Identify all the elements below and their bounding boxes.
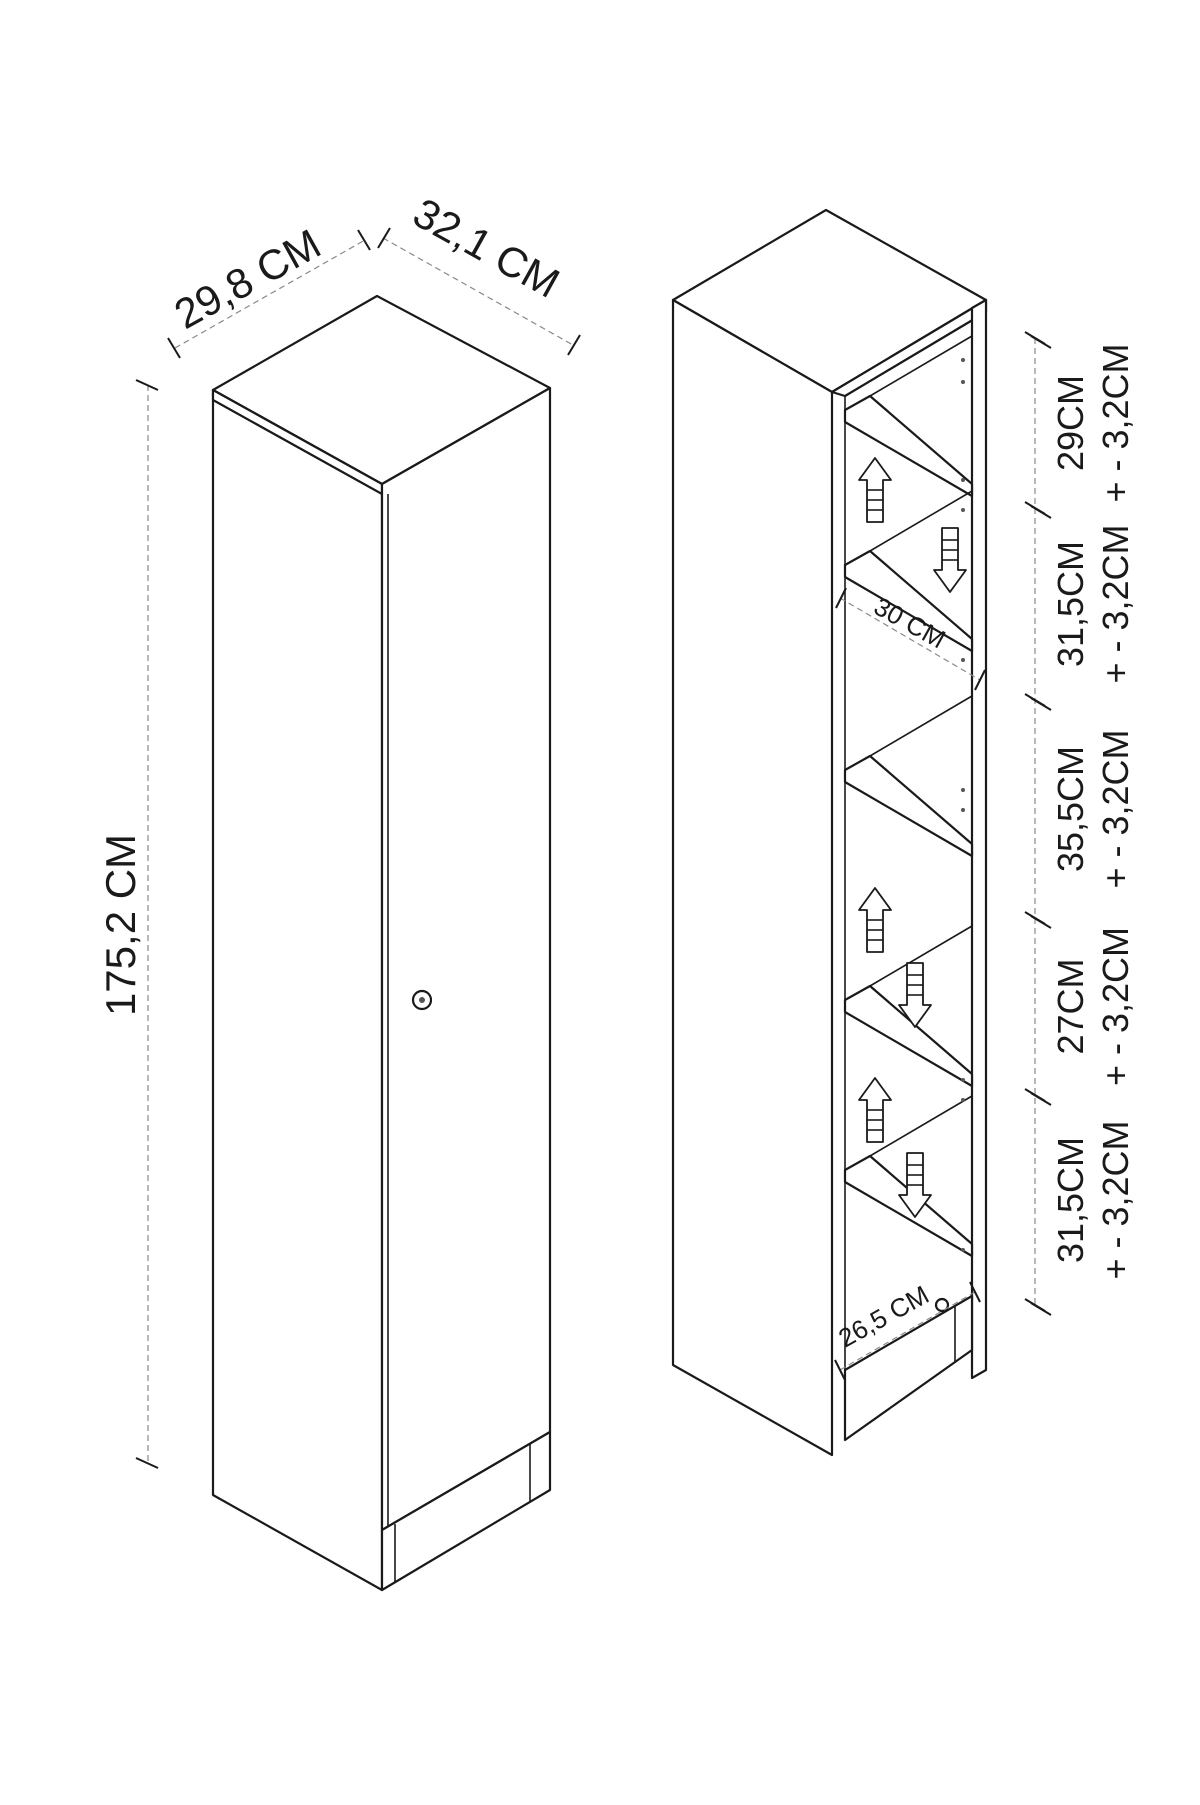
compartment-tick	[1030, 915, 1052, 929]
width-tick	[357, 229, 371, 251]
depth-tick	[377, 227, 391, 249]
compartment-tolerance-label: + - 3,2CM	[1095, 524, 1136, 683]
pin-hole	[961, 478, 965, 482]
arrow-down-icon	[933, 527, 967, 593]
bottom-fitting	[934, 1297, 950, 1313]
compartment-height-label: 31,5CM	[1050, 1137, 1091, 1263]
shelf	[843, 394, 974, 498]
depth-dimension-line	[382, 237, 574, 346]
shelf	[843, 549, 974, 653]
back-top-edge	[844, 319, 973, 397]
shelf-back-line	[869, 1095, 973, 1157]
width-label: 29,8 CM	[167, 220, 329, 338]
compartment-height-label: 29CM	[1050, 375, 1091, 471]
closed-plinth	[380, 1430, 552, 1592]
pin-hole	[961, 358, 965, 362]
lock-keyhole	[419, 997, 425, 1003]
open-right-panel-edge	[970, 298, 988, 1380]
pin-hole	[961, 1248, 965, 1252]
shelf-depth-line	[839, 597, 981, 681]
shelf-back-line	[869, 490, 973, 552]
compartment-height-label: 27CM	[1050, 958, 1091, 1054]
shelf-depth-tick	[974, 669, 986, 691]
width-tick	[167, 337, 181, 359]
height-label: 175,2 CM	[97, 834, 144, 1016]
arrow-up-icon	[858, 887, 892, 953]
pin-hole	[961, 788, 965, 792]
arrow-down-icon	[898, 1152, 932, 1218]
arrow-up-icon	[858, 1077, 892, 1143]
arrow-down-icon	[898, 962, 932, 1028]
pin-hole	[961, 508, 965, 512]
pin-hole	[961, 1098, 965, 1102]
depth-label: 32,1 CM	[406, 189, 568, 307]
shelf-back-line	[869, 925, 973, 987]
depth-tick	[567, 334, 581, 356]
compartment-tolerance-label: + - 3,2CM	[1095, 729, 1136, 888]
compartment-tick	[1030, 1092, 1052, 1106]
arrow-up-icon	[858, 457, 892, 523]
shelf-pin-holes	[961, 358, 965, 1252]
shelf-depth-tick	[835, 587, 847, 609]
bottom-depth-line	[839, 1291, 976, 1371]
closed-door	[380, 386, 552, 1532]
closed-side-panel	[211, 388, 384, 1592]
pin-hole	[961, 808, 965, 812]
compartment-tolerance-label: + - 3,2CM	[1095, 343, 1136, 502]
compartment-tick	[1030, 1302, 1052, 1316]
compartment-height-label: 35,5CM	[1050, 746, 1091, 872]
closed-cabinet	[211, 294, 552, 1592]
shelf-back-line	[869, 335, 973, 397]
height-tick	[135, 1457, 159, 1469]
compartment-height-label: 31,5CM	[1050, 541, 1091, 667]
compartment-tick	[1030, 697, 1052, 711]
open-cabinet	[671, 208, 988, 1457]
adjust-arrows	[858, 457, 967, 1218]
open-plinth	[843, 1294, 974, 1442]
compartment-ticks	[1024, 331, 1052, 1316]
open-side-panel	[671, 298, 834, 1457]
shelf	[843, 754, 974, 858]
height-tick	[135, 379, 159, 391]
shelves	[843, 335, 974, 1258]
bottom-depth-tick	[834, 1359, 846, 1381]
width-dimension-line	[174, 239, 366, 349]
pin-hole	[961, 1078, 965, 1082]
compartment-tolerance-label: + - 3,2CM	[1095, 1120, 1136, 1279]
compartment-tick	[1030, 505, 1052, 519]
compartment-tolerance-label: + - 3,2CM	[1095, 927, 1136, 1086]
compartment-tick	[1030, 335, 1052, 349]
shelf	[843, 984, 974, 1088]
pin-hole	[961, 380, 965, 384]
pin-hole	[961, 658, 965, 662]
bottom-depth-tick	[969, 1281, 981, 1303]
shelf-back-line	[869, 695, 973, 757]
